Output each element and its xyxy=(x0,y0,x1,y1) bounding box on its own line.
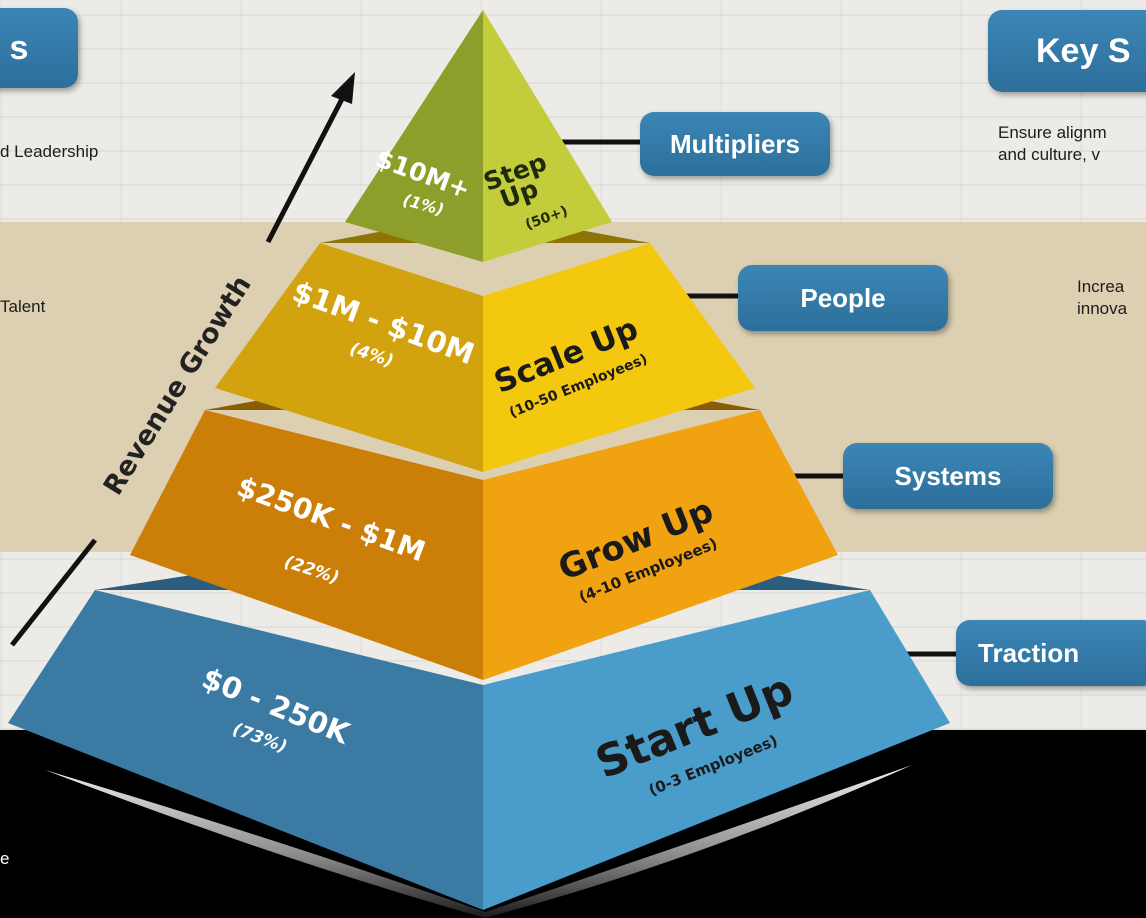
right-text-line4: innova xyxy=(1077,299,1128,318)
tier1-left-face xyxy=(345,10,483,262)
multipliers-label: Multipliers xyxy=(669,128,800,159)
tier3-right-face xyxy=(483,410,838,680)
systems-card: Systems xyxy=(843,443,1053,509)
tier2-right-face xyxy=(483,243,755,472)
traction-label: Traction xyxy=(978,637,1080,668)
revenue-arrow-upper xyxy=(265,95,346,244)
tier2-left-face xyxy=(215,243,483,472)
right-header-label: Key S xyxy=(1036,31,1131,70)
left-text-bottom: e xyxy=(0,849,10,868)
right-text-line1: Ensure alignm xyxy=(998,123,1107,142)
left-text-leadership: d Leadership xyxy=(0,142,99,161)
people-card: People xyxy=(738,265,948,331)
systems-label: Systems xyxy=(894,460,1002,491)
tier4-right-face xyxy=(483,590,950,910)
multipliers-card: Multipliers xyxy=(640,112,830,176)
right-header-card: Key S xyxy=(988,10,1146,92)
right-text-line2: and culture, v xyxy=(998,145,1101,164)
people-label: People xyxy=(800,282,886,313)
left-text-talent: Talent xyxy=(0,297,46,316)
right-text-line3: Increa xyxy=(1077,277,1125,296)
tier4-left-face xyxy=(8,590,483,910)
tier3-left-face xyxy=(130,410,483,680)
left-header-card: s xyxy=(0,8,78,88)
revenue-arrow-lower xyxy=(10,538,97,647)
left-header-label: s xyxy=(9,28,29,67)
traction-card: Traction xyxy=(956,620,1146,686)
tier1-right-face xyxy=(483,10,612,262)
revenue-arrow-head xyxy=(331,72,355,104)
